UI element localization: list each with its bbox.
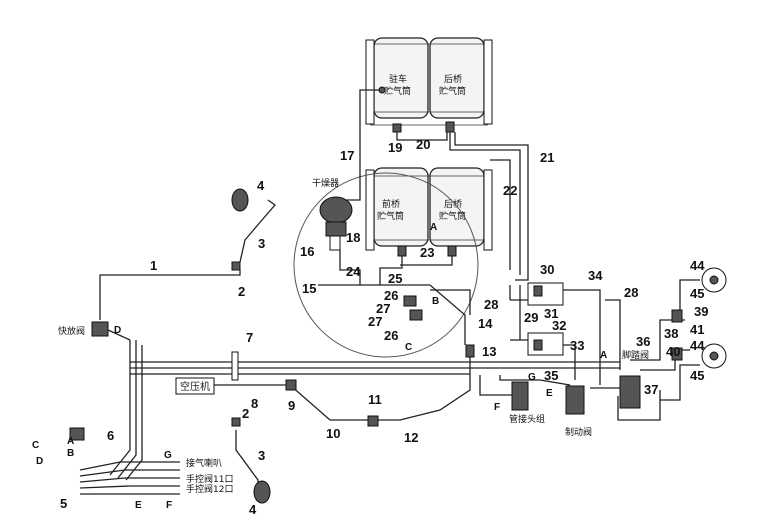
num-10: 10 <box>326 426 340 441</box>
letter-a-left: A <box>67 436 74 447</box>
num-28-right: 28 <box>624 285 638 300</box>
num-15: 15 <box>302 281 316 296</box>
num-3-upper: 3 <box>258 236 265 251</box>
hand-valve-12-label: 手控阀12口 <box>186 483 233 495</box>
num-39: 39 <box>694 304 708 319</box>
num-36: 36 <box>636 334 650 349</box>
letter-a-tank: A <box>430 222 437 233</box>
letter-g-right: G <box>528 372 536 383</box>
quick-release-label: 快放阀 <box>58 325 85 337</box>
air-compressor: 空压机 <box>175 377 215 395</box>
letter-e-left: E <box>135 500 142 511</box>
num-37: 37 <box>644 382 658 397</box>
letter-d-left: D <box>36 456 43 467</box>
num-21: 21 <box>540 150 554 165</box>
connector-head-label: 管接头组 <box>509 413 545 425</box>
num-5: 5 <box>60 496 67 511</box>
letter-f-right: F <box>494 402 500 413</box>
num-17: 17 <box>340 148 354 163</box>
num-27-lower: 27 <box>368 314 382 329</box>
num-11: 11 <box>368 392 382 407</box>
brake-chambers <box>231 188 727 504</box>
letter-f-left: F <box>166 500 172 511</box>
num-3-lower: 3 <box>258 448 265 463</box>
letter-d-center: D <box>114 325 121 336</box>
tank-top-left-label2: 贮气筒 <box>384 85 411 97</box>
num-45-upper: 45 <box>690 286 704 301</box>
num-12: 12 <box>404 430 418 445</box>
letter-c-center: C <box>405 342 412 353</box>
num-41: 41 <box>690 322 704 337</box>
num-6: 6 <box>107 428 114 443</box>
num-2-lower: 2 <box>242 406 249 421</box>
num-7: 7 <box>246 330 253 345</box>
num-14: 14 <box>478 316 493 331</box>
valve-components <box>69 261 683 441</box>
tank-top-right-label: 后桥 <box>444 73 462 85</box>
num-33: 33 <box>570 338 584 353</box>
letter-e-right: E <box>546 388 553 399</box>
num-30: 30 <box>540 262 554 277</box>
num-1: 1 <box>150 258 157 273</box>
compressor-label: 空压机 <box>180 380 210 393</box>
num-20: 20 <box>416 137 430 152</box>
num-13: 13 <box>482 344 496 359</box>
num-2-upper: 2 <box>238 284 245 299</box>
main-pipe-bundle-marker <box>231 351 239 381</box>
num-23: 23 <box>420 245 434 260</box>
num-22: 22 <box>503 183 517 198</box>
num-26-lower: 26 <box>384 328 398 343</box>
top-air-tanks: 驻车 贮气筒 后桥 贮气筒 <box>365 37 493 133</box>
num-27-upper: 27 <box>376 301 390 316</box>
num-26-upper: 26 <box>384 288 398 303</box>
relay-valve-label: 脚踏阀 <box>622 349 649 361</box>
num-28-left: 28 <box>484 297 498 312</box>
num-25: 25 <box>388 271 402 286</box>
num-4-upper: 4 <box>257 178 265 193</box>
tank-mid-left-label: 前桥 <box>382 198 400 210</box>
num-24: 24 <box>346 264 361 279</box>
letter-b-left: B <box>67 448 74 459</box>
dryer-label: 干燥器 <box>312 178 339 189</box>
num-35: 35 <box>544 368 558 383</box>
tank-top-right-label2: 贮气筒 <box>439 85 466 97</box>
num-18: 18 <box>346 230 360 245</box>
hand-valve-11-label: 手控阀11口 <box>186 473 233 485</box>
letter-b-center: B <box>432 296 439 307</box>
num-44-upper: 44 <box>690 258 705 273</box>
num-45-lower: 45 <box>690 368 704 383</box>
num-19: 19 <box>388 140 402 155</box>
num-4-lower: 4 <box>249 502 257 517</box>
letter-c-left: C <box>32 440 39 451</box>
quick-release-valve: 快放阀 <box>58 321 109 337</box>
gas-source-label: 接气喇叭 <box>186 457 222 469</box>
num-31: 31 <box>544 306 558 321</box>
letter-g-left: G <box>164 450 172 461</box>
tank-mid-right-label: 后桥 <box>444 198 462 210</box>
tank-mid-left-label2: 贮气筒 <box>377 210 404 222</box>
num-44-lower: 44 <box>690 338 705 353</box>
num-40: 40 <box>666 344 680 359</box>
tank-mid-right-label2: 贮气筒 <box>439 210 466 222</box>
num-34: 34 <box>588 268 603 283</box>
num-9: 9 <box>288 398 295 413</box>
middle-air-tanks: 前桥 贮气筒 后桥 贮气筒 <box>365 167 493 257</box>
letter-a-right: A <box>600 350 607 361</box>
brake-valve-label: 制动阀 <box>565 426 592 438</box>
num-8: 8 <box>251 396 258 411</box>
num-38: 38 <box>664 326 678 341</box>
port-letters: A B C D E F G A B C D E F G A <box>32 222 607 511</box>
dryer: 干燥器 <box>312 178 353 251</box>
num-29: 29 <box>524 310 538 325</box>
part-numbers: 1 2 2 3 3 4 4 5 6 7 8 9 10 11 12 13 14 1… <box>60 137 708 517</box>
num-16: 16 <box>300 244 314 259</box>
tank-top-left-label: 驻车 <box>389 73 407 85</box>
num-32: 32 <box>552 318 566 333</box>
highlight-circle <box>293 172 479 358</box>
